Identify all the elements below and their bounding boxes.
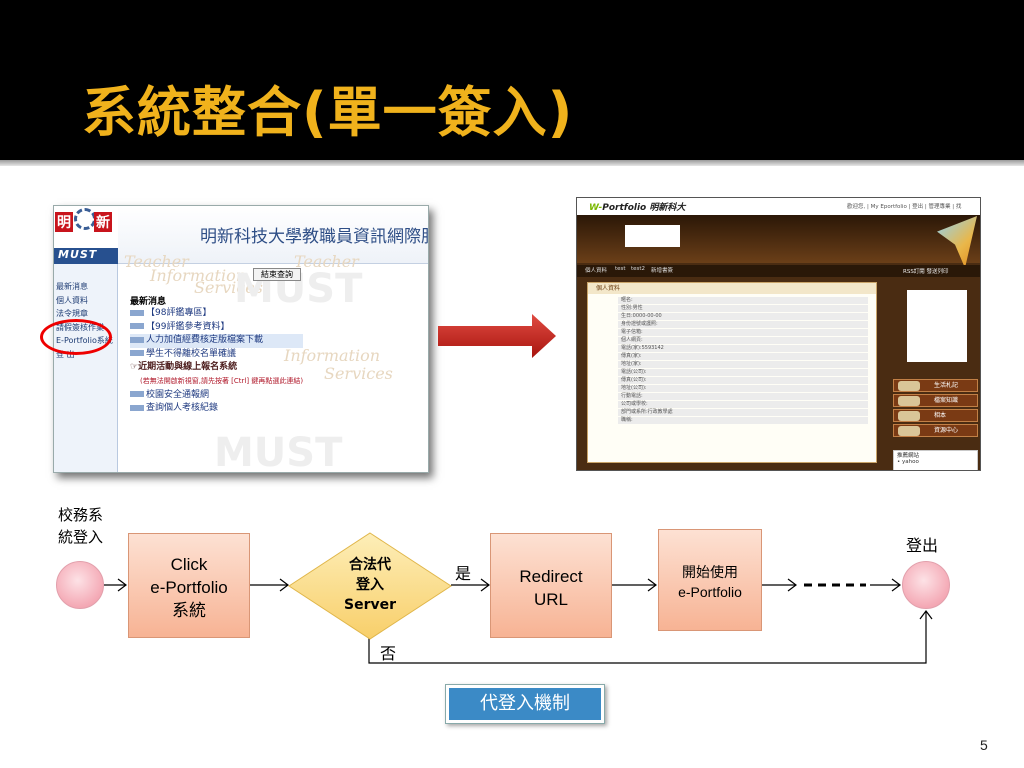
profile-field: 電話(家):5593142 bbox=[618, 345, 868, 352]
arrow-right-icon bbox=[438, 314, 556, 358]
rss-links[interactable]: RSS訂閱 發送列印 bbox=[903, 269, 949, 275]
logo-char-right: 新 bbox=[94, 212, 112, 232]
recommended-sites-title: 推薦網站 bbox=[897, 453, 920, 459]
eportfolio-logo: W-Portfolio 明新科大 bbox=[589, 203, 686, 213]
profile-field: 傳真(公司): bbox=[618, 377, 868, 384]
step-start-eportfolio: 開始使用 e-Portfolio bbox=[658, 529, 762, 631]
new-icon bbox=[130, 309, 144, 316]
title-divider bbox=[0, 160, 1024, 166]
gear-logo-icon bbox=[74, 208, 96, 230]
eportfolio-topbar: W-Portfolio 明新科大 歡迎您, | My Eportfolio | … bbox=[577, 198, 980, 215]
flow-connectors bbox=[104, 578, 933, 664]
profile-panel: 個人資料 暱名: 性別:男性 生日:0000-00-00 身份證號或護照: 電子… bbox=[587, 282, 877, 463]
end-label: 登出 bbox=[906, 536, 939, 555]
news-list: 【98評鑑專區】 【99評鑑參考資料】 人力加值經費核定版檔案下載 學生不得離校… bbox=[130, 307, 304, 416]
news-item[interactable]: 【99評鑑參考資料】 bbox=[130, 321, 303, 335]
portal-header: 明新科技大學教職員資訊網際服務 bbox=[118, 206, 428, 264]
banner-blank-box bbox=[625, 225, 680, 247]
pointer-icon: ☞ bbox=[130, 362, 139, 373]
end-terminal bbox=[902, 561, 950, 609]
step-click-eportfolio: Click e-Portfolio 系統 bbox=[128, 533, 250, 638]
title-band bbox=[0, 0, 1024, 160]
new-icon bbox=[130, 391, 144, 398]
profile-field: 身份證號或護照: bbox=[618, 321, 868, 328]
news-item[interactable]: 【98評鑑專區】 bbox=[130, 307, 303, 321]
no-label: 否 bbox=[380, 644, 397, 663]
proxy-login-mechanism-text: 代登入機制 bbox=[449, 688, 601, 720]
sidebar-item-profile[interactable]: 個人資料 bbox=[56, 295, 88, 305]
logo-char-left: 明 bbox=[55, 212, 73, 232]
notebook-icon bbox=[898, 381, 920, 391]
tab-profile[interactable]: 個人資料 bbox=[585, 268, 608, 274]
watermark-must: MUST bbox=[214, 430, 343, 473]
highlight-circle bbox=[40, 319, 112, 355]
eportfolio-screenshot: W-Portfolio 明新科大 歡迎您, | My Eportfolio | … bbox=[576, 197, 981, 471]
end-query-button[interactable]: 結束查詢 bbox=[253, 268, 301, 281]
side-menu-life-notes[interactable]: 生活札記 bbox=[893, 379, 978, 392]
profile-photo bbox=[907, 290, 967, 362]
new-icon bbox=[130, 404, 144, 411]
profile-field: 地址(家): bbox=[618, 361, 868, 368]
news-item[interactable]: 人力加值經費核定版檔案下載 bbox=[130, 334, 304, 348]
profile-field: 電話(公司): bbox=[618, 369, 868, 376]
side-menu-resources[interactable]: 資源中心 bbox=[893, 424, 978, 437]
new-icon bbox=[130, 336, 144, 343]
profile-field: 部門或系所:行政教學處 bbox=[618, 409, 868, 416]
profile-field: 生日:0000-00-00 bbox=[618, 313, 868, 320]
yes-label: 是 bbox=[455, 564, 472, 583]
news-item[interactable]: 學生不得離校名單確議 bbox=[130, 348, 303, 362]
watermark-text: Information bbox=[284, 346, 381, 365]
news-item[interactable]: 校園安全通報網 bbox=[130, 389, 303, 403]
step-redirect-url: Redirect URL bbox=[490, 533, 612, 638]
profile-field: 職稱: bbox=[618, 417, 868, 424]
folder-icon bbox=[898, 396, 920, 406]
tab-add-bookmark[interactable]: 新增書簽 bbox=[651, 268, 674, 274]
profile-field: 暱名: bbox=[618, 297, 868, 304]
eportfolio-tabs: 個人資料 test test2 新增書簽 bbox=[577, 265, 980, 277]
new-icon bbox=[130, 350, 144, 357]
news-item[interactable]: 查詢個人考核紀錄 bbox=[130, 402, 303, 416]
tab-test2[interactable]: test2 bbox=[631, 266, 646, 272]
tab-test[interactable]: test bbox=[615, 266, 626, 272]
portal-screenshot: 明 新 MUST 最新消息 個人資料 法令規章 請假簽核作業 E-Portfol… bbox=[53, 205, 429, 473]
watermark-text: Teacher bbox=[124, 252, 189, 271]
eportfolio-top-links[interactable]: 歡迎您, | My Eportfolio | 登出 | 管理專業 | 找 bbox=[847, 204, 962, 210]
profile-field: 地址(公司): bbox=[618, 385, 868, 392]
start-label: 校務系 bbox=[58, 506, 104, 524]
camera-icon bbox=[898, 411, 920, 421]
recommended-sites: 推薦網站 • yahoo bbox=[893, 450, 978, 470]
portal-header-title: 明新科技大學教職員資訊網際服務 bbox=[200, 227, 428, 247]
start-terminal bbox=[56, 561, 104, 609]
watermark-text: Services bbox=[194, 278, 263, 297]
sidebar-item-regulations[interactable]: 法令規章 bbox=[56, 309, 88, 318]
logo-must: MUST bbox=[54, 248, 118, 264]
watermark-text: Services bbox=[324, 364, 393, 383]
slide-title: 系統整合(單一簽入) bbox=[82, 81, 574, 144]
profile-field: 公司或學校: bbox=[618, 401, 868, 408]
globe-icon bbox=[898, 426, 920, 436]
recommended-site-link[interactable]: • yahoo bbox=[897, 459, 919, 465]
profile-field: 電子信箱: bbox=[618, 329, 868, 336]
proxy-login-mechanism-label: 代登入機制 bbox=[445, 684, 605, 724]
watermark-text: Teacher bbox=[294, 252, 359, 271]
portal-logo: 明 新 MUST bbox=[54, 206, 118, 264]
profile-field: 行動電話: bbox=[618, 393, 868, 400]
page-number: 5 bbox=[980, 737, 988, 753]
sidebar-item-news[interactable]: 最新消息 bbox=[56, 282, 88, 291]
side-menu-knowledge[interactable]: 檔案知識 bbox=[893, 394, 978, 407]
start-label: 統登入 bbox=[58, 528, 104, 546]
watermark-text: Information bbox=[150, 266, 247, 285]
side-menu-album[interactable]: 相本 bbox=[893, 409, 978, 422]
new-icon bbox=[130, 323, 144, 330]
news-note: (若無法開啟新視窗,請先按著 [Ctrl] 鍵再點選此連結) bbox=[140, 376, 304, 385]
profile-field: 性別:男性 bbox=[618, 305, 868, 312]
profile-panel-title: 個人資料 bbox=[588, 283, 876, 294]
news-heading: 最新消息 bbox=[130, 297, 167, 307]
profile-field: 傳真(家): bbox=[618, 353, 868, 360]
profile-field: 個人網頁: bbox=[618, 337, 868, 344]
decision-label: 合法代 登入 Server bbox=[343, 557, 396, 613]
news-item[interactable]: ☞近期活動與線上報名系統 bbox=[130, 362, 238, 373]
decision-diamond bbox=[288, 532, 452, 640]
